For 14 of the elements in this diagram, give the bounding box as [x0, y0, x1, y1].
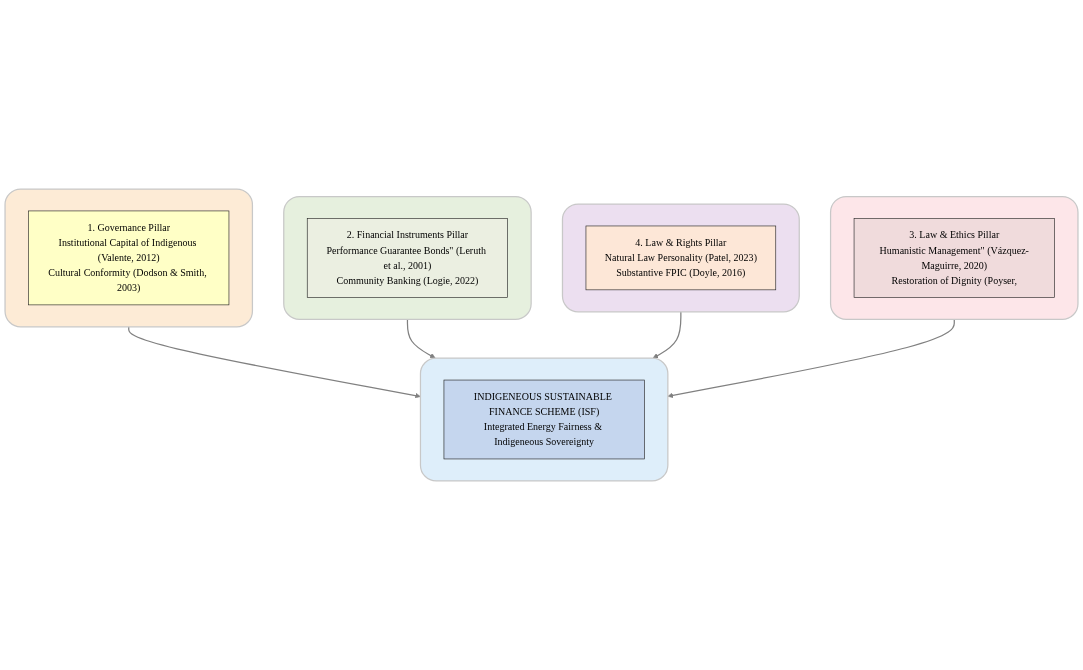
cluster [419, 357, 669, 482]
cluster [829, 195, 1079, 320]
cluster [283, 195, 532, 320]
arrow [667, 318, 955, 399]
arrow [128, 326, 421, 399]
node-box: 4. Law & Rights Pillar Natural Law Personality (Patel, 2023) Substantive FPIC (Doyle, 2016) [585, 225, 777, 291]
arrow [406, 318, 436, 359]
cluster [561, 203, 800, 313]
node-box: 1. Governance Pillar Institutional Capital of Indigenous (Valente, 2012) Cultural Conformity (Dodson & Smith, 2003) [28, 210, 230, 306]
arrow [652, 311, 682, 359]
cluster [4, 188, 254, 328]
node-box: 3. Law & Ethics Pillar Humanistic Management" (Vázquez-Maguirre, 2020) Restoration of Dignity (Poyser, [853, 218, 1055, 298]
node-box: INDIGENEOUS SUSTAINABLE FINANCE SCHEME (ISF) Integrated Energy Fairness & Indigeneous Sovereignty [443, 379, 645, 460]
node-box: 2. Financial Instruments Pillar Performance Guarantee Bonds" (Leruth et al., 2001) Community Banking (Logie, 2022) [306, 218, 508, 298]
